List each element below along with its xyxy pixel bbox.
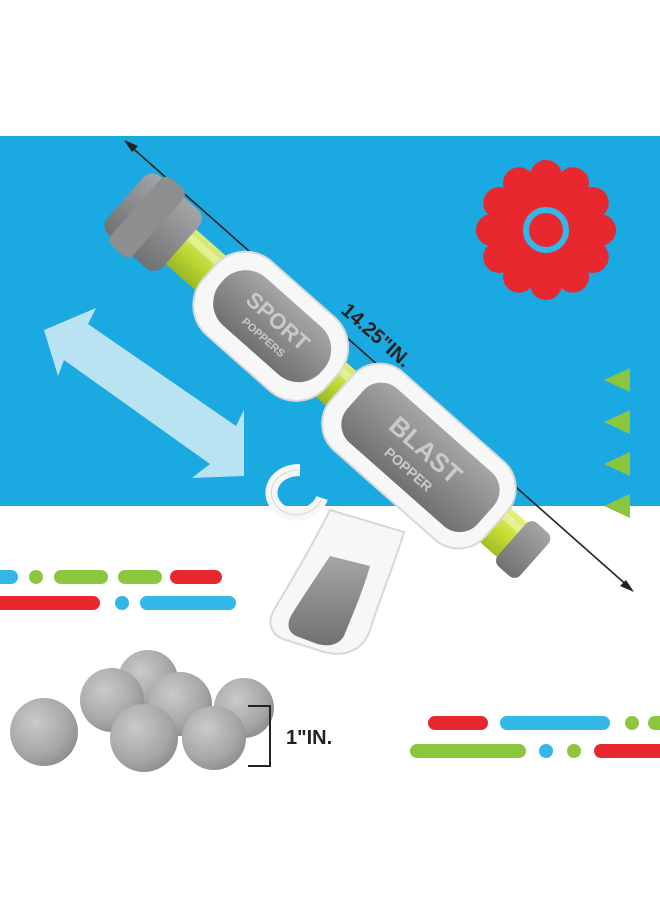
ball-size-label: 1"IN. bbox=[286, 727, 332, 749]
flower-petal bbox=[483, 187, 516, 219]
flower-petal bbox=[530, 160, 562, 192]
foam-ball bbox=[182, 706, 246, 770]
flower-petal bbox=[503, 167, 535, 200]
flower-petal bbox=[476, 214, 508, 246]
end-cap bbox=[495, 521, 551, 578]
green-triangle-icon bbox=[604, 494, 630, 518]
foam-ball bbox=[10, 698, 78, 766]
red-flower-target-icon bbox=[476, 160, 616, 300]
green-triangle-icon bbox=[604, 410, 630, 434]
green-triangle-icon bbox=[604, 368, 630, 392]
green-triangles bbox=[604, 368, 630, 518]
pistol-grip bbox=[265, 464, 406, 655]
main-grip-panel bbox=[341, 382, 500, 533]
flower-petal bbox=[576, 241, 609, 273]
flower-petal bbox=[557, 167, 589, 200]
flower-petal bbox=[584, 214, 616, 246]
foam-ball bbox=[110, 704, 178, 772]
blaster-toy: SPORT POPPERS BLAST POPPER bbox=[104, 173, 551, 578]
green-triangle-icon bbox=[604, 452, 630, 476]
pump-grip-panel bbox=[213, 270, 332, 383]
double-arrow-icon bbox=[44, 308, 244, 478]
foam-balls bbox=[10, 650, 274, 772]
flower-petal bbox=[557, 260, 589, 293]
grip-panel bbox=[288, 556, 370, 646]
decorative-dashes-left bbox=[0, 570, 236, 610]
decorative-dashes-right bbox=[410, 716, 660, 758]
flower-petal bbox=[576, 187, 609, 219]
flower-petal bbox=[530, 268, 562, 300]
flower-petal bbox=[503, 260, 535, 293]
flower-petal bbox=[483, 241, 516, 273]
ball-size-measurement: 1"IN. bbox=[248, 705, 332, 767]
